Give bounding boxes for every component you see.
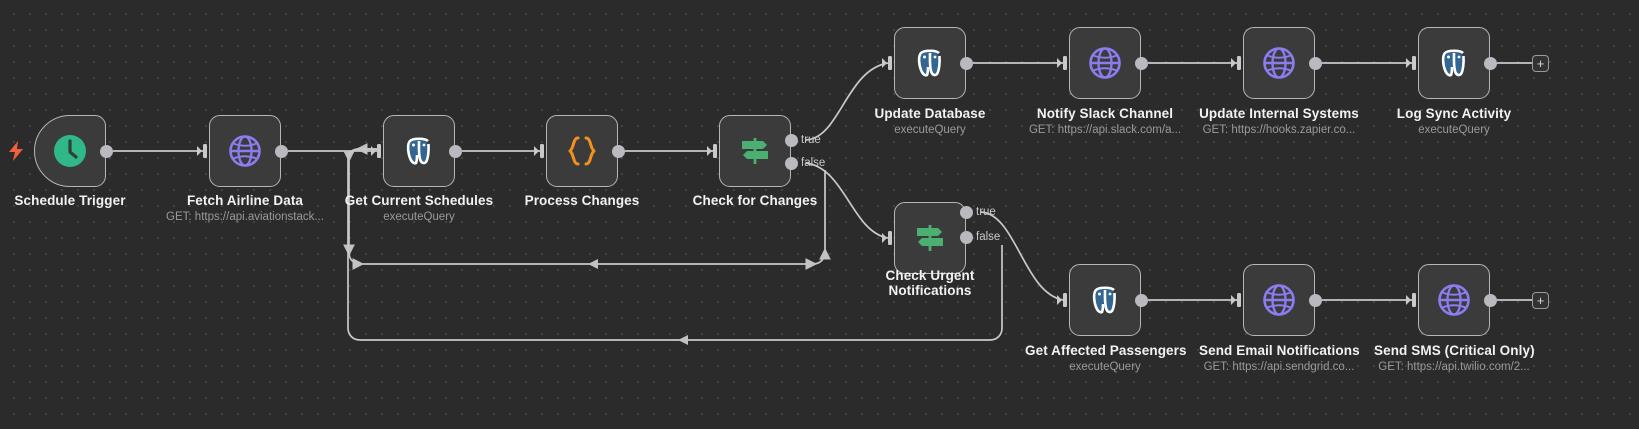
add-node-top-button[interactable]: + (1532, 55, 1549, 72)
postgres-icon (917, 49, 941, 77)
globe-icon (229, 135, 261, 167)
subtitle-fetch-airline-data: GET: https://api.aviationstack... (166, 211, 324, 223)
output-port-update-database[interactable] (960, 57, 973, 70)
branch-label-check-for-changes-true: true (801, 134, 821, 146)
input-port-log-sync-activity[interactable] (1406, 55, 1418, 71)
input-port-update-database[interactable] (882, 55, 894, 71)
input-port-send-sms-critical-only[interactable] (1406, 292, 1418, 308)
label-check-for-changes: Check for Changes (692, 193, 818, 208)
output-port-send-email-notifications[interactable] (1309, 294, 1322, 307)
label-update-internal-systems: Update Internal Systems (1199, 106, 1359, 121)
node-process-changes[interactable] (546, 115, 618, 187)
label-get-current-schedules: Get Current Schedules (344, 193, 494, 208)
output-port-get-affected-passengers[interactable] (1135, 294, 1148, 307)
node-log-sync-activity[interactable] (1418, 27, 1490, 99)
label-send-sms-critical-only: Send SMS (Critical Only) (1374, 343, 1535, 358)
label-check-urgent-notifications: Check Urgent Notifications (885, 268, 975, 298)
output-port-send-sms-critical-only[interactable] (1484, 294, 1497, 307)
code-braces-icon (568, 136, 596, 166)
label-fetch-airline-data: Fetch Airline Data (186, 193, 304, 208)
node-check-for-changes[interactable] (719, 115, 791, 187)
label-process-changes: Process Changes (524, 193, 640, 208)
label-get-affected-passengers: Get Affected Passengers (1025, 343, 1187, 358)
node-send-email-notifications[interactable] (1243, 264, 1315, 336)
input-port-check-urgent-notifications[interactable] (882, 230, 894, 246)
feedback-arrowheads (588, 259, 688, 345)
label-send-email-notifications: Send Email Notifications (1199, 343, 1360, 358)
subtitle-get-affected-passengers: executeQuery (1069, 361, 1141, 373)
output-port-schedule-trigger[interactable] (100, 145, 113, 158)
node-update-internal-systems[interactable] (1243, 27, 1315, 99)
input-port-get-affected-passengers[interactable] (1057, 292, 1069, 308)
clock-icon (54, 135, 86, 167)
input-port-send-email-notifications[interactable] (1231, 292, 1243, 308)
label-log-sync-activity: Log Sync Activity (1396, 106, 1512, 121)
branch-label-check-urgent-true: true (976, 206, 996, 218)
node-update-database[interactable] (894, 27, 966, 99)
output-port-update-internal-systems[interactable] (1309, 57, 1322, 70)
input-port-update-internal-systems[interactable] (1231, 55, 1243, 71)
input-port-process-changes[interactable] (534, 143, 546, 159)
output-port-notify-slack-channel[interactable] (1135, 57, 1148, 70)
node-schedule-trigger[interactable] (34, 115, 106, 187)
input-port-check-for-changes[interactable] (707, 143, 719, 159)
label-update-database: Update Database (874, 106, 986, 121)
node-get-affected-passengers[interactable] (1069, 264, 1141, 336)
postgres-icon (406, 137, 430, 165)
lightning-bolt-icon (6, 140, 26, 167)
branch-label-check-for-changes-false: false (801, 157, 826, 169)
switch-signpost-icon (742, 138, 768, 164)
globe-icon (1263, 284, 1295, 316)
postgres-icon (1092, 286, 1116, 314)
edge-urgent-true-to-passengers (980, 211, 1064, 301)
output-port-check-urgent-false[interactable] (960, 231, 973, 244)
output-port-process-changes[interactable] (612, 145, 625, 158)
output-port-log-sync-activity[interactable] (1484, 57, 1497, 70)
output-port-check-for-changes-true[interactable] (785, 134, 798, 147)
globe-icon (1438, 284, 1470, 316)
add-node-bottom-button[interactable]: + (1532, 292, 1549, 309)
input-port-fetch-airline-data[interactable] (197, 143, 209, 159)
subtitle-send-email-notifications: GET: https://api.sendgrid.co... (1203, 361, 1355, 373)
label-schedule-trigger: Schedule Trigger (14, 193, 126, 208)
branch-label-check-urgent-false: false (976, 231, 1001, 243)
label-notify-slack-channel: Notify Slack Channel (1036, 106, 1174, 121)
switch-signpost-icon (917, 225, 943, 251)
node-check-urgent-notifications[interactable] (894, 202, 966, 274)
subtitle-log-sync-activity: executeQuery (1418, 124, 1490, 136)
subtitle-update-database: executeQuery (894, 124, 966, 136)
input-port-notify-slack-channel[interactable] (1057, 55, 1069, 71)
output-port-get-current-schedules[interactable] (449, 145, 462, 158)
node-send-sms-critical-only[interactable] (1418, 264, 1490, 336)
output-port-check-for-changes-false[interactable] (785, 157, 798, 170)
subtitle-send-sms-critical-only: GET: https://api.twilio.com/2... (1378, 361, 1530, 373)
output-port-fetch-airline-data[interactable] (275, 145, 288, 158)
node-fetch-airline-data[interactable] (209, 115, 281, 187)
node-get-current-schedules[interactable] (383, 115, 455, 187)
node-notify-slack-channel[interactable] (1069, 27, 1141, 99)
input-port-get-current-schedules[interactable] (371, 143, 383, 159)
subtitle-notify-slack-channel: GET: https://api.slack.com/a... (1028, 124, 1182, 136)
globe-icon (1263, 47, 1295, 79)
subtitle-update-internal-systems: GET: https://hooks.zapier.co... (1202, 124, 1356, 136)
subtitle-get-current-schedules: executeQuery (383, 211, 455, 223)
output-port-check-urgent-true[interactable] (960, 206, 973, 219)
postgres-icon (1441, 49, 1465, 77)
globe-icon (1089, 47, 1121, 79)
